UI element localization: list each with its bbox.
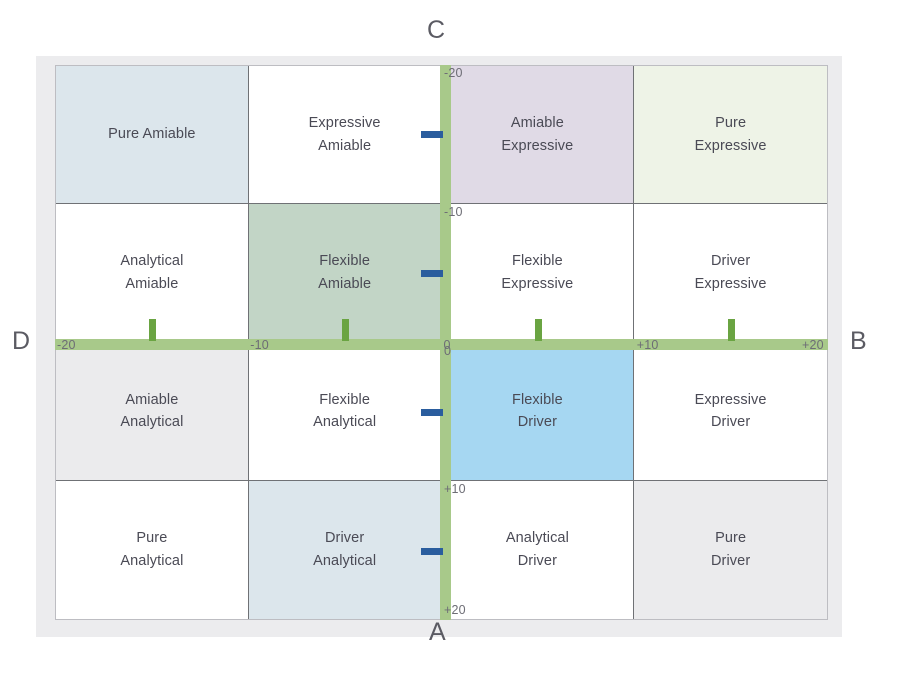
y-axis-tick-mark <box>421 547 443 555</box>
x-axis-tick-mark <box>148 319 156 341</box>
y-axis-tick-label: 0 <box>444 343 452 358</box>
y-axis-tick-mark <box>421 270 443 278</box>
grid-cell[interactable]: Amiable Analytical <box>56 342 249 481</box>
y-axis-tick-label: +10 <box>444 482 466 497</box>
grid-cell[interactable]: Analytical Driver <box>441 480 635 619</box>
y-axis-tick-label: -10 <box>444 204 463 219</box>
x-axis-tick-mark <box>728 319 736 341</box>
x-axis-tick-mark <box>341 319 349 341</box>
x-axis-tick-label: -20 <box>57 338 76 352</box>
x-axis-tick-label: 0 <box>443 338 451 352</box>
y-axis-tick-label: -20 <box>444 66 463 80</box>
grid-cell[interactable]: Amiable Expressive <box>441 66 635 205</box>
grid-cell[interactable]: Pure Amiable <box>56 66 249 205</box>
grid-cell[interactable]: Flexible Analytical <box>248 342 442 481</box>
grid-cell[interactable]: Expressive Amiable <box>248 66 442 205</box>
axis-endpoint-label-b: B <box>850 327 868 355</box>
grid-cell[interactable]: Driver Expressive <box>634 204 827 343</box>
y-axis-tick-mark <box>421 408 443 416</box>
axis-endpoint-label-d: D <box>12 327 31 355</box>
axis-endpoint-label-c: C <box>427 16 446 44</box>
x-axis-tick-mark <box>535 319 543 341</box>
grid-cell[interactable]: Driver Analytical <box>248 480 442 619</box>
x-axis-tick-label: +20 <box>802 338 824 352</box>
grid-cell[interactable]: Expressive Driver <box>634 342 827 481</box>
vertical-axis-line <box>440 65 451 620</box>
x-axis-tick-label: +10 <box>636 338 659 352</box>
x-axis-tick-label: -10 <box>250 338 269 352</box>
y-axis-tick-label: +20 <box>444 603 466 617</box>
grid-cell[interactable]: Pure Driver <box>634 480 827 619</box>
grid-cell[interactable]: Pure Analytical <box>56 480 249 619</box>
grid-cell[interactable]: Flexible Driver <box>441 342 635 481</box>
y-axis-tick-mark <box>421 131 443 139</box>
axis-endpoint-label-a: A <box>429 618 447 646</box>
grid-cell[interactable]: Pure Expressive <box>634 66 827 205</box>
